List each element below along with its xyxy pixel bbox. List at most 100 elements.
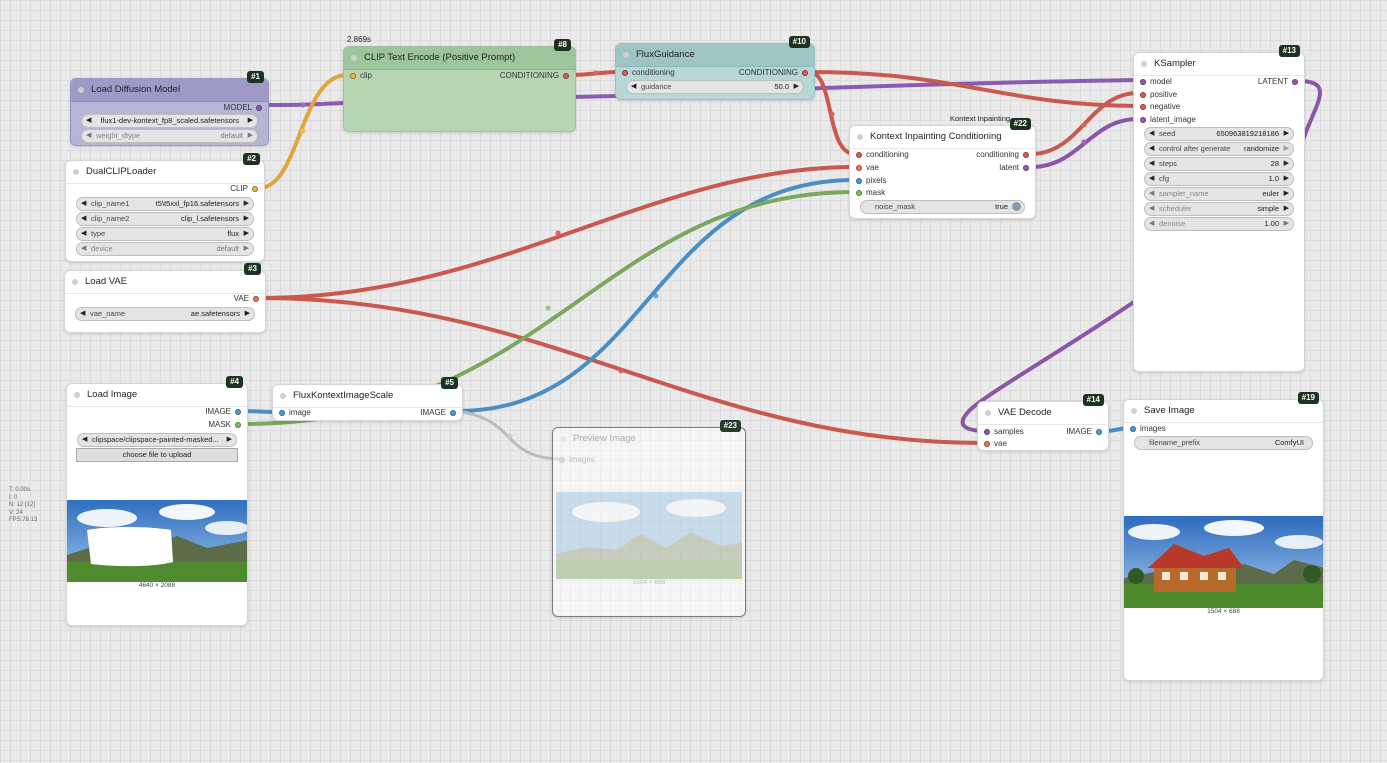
arrow-right-icon[interactable]: ▶	[1283, 145, 1289, 152]
output-image[interactable]: IMAGE	[420, 407, 456, 419]
slot-image-dot-icon[interactable]	[856, 178, 862, 184]
slot-clip-dot-icon[interactable]	[350, 73, 356, 79]
wire-latent-kontext-to-ksampler[interactable]	[1029, 117, 1140, 169]
input-mask[interactable]: mask	[856, 187, 885, 199]
arrow-right-icon[interactable]: ▶	[247, 132, 253, 139]
node-ksampler[interactable]: KSampler #13 model positive negative lat…	[1133, 45, 1305, 372]
slot-clip-dot-icon[interactable]	[252, 186, 258, 192]
slot-latent-dot-icon[interactable]	[1023, 165, 1029, 171]
node-clip-text-encode-positive[interactable]: CLIP Text Encode (Positive Prompt) #8 cl…	[343, 39, 576, 132]
node-title-bar[interactable]: VAE Decode #14	[978, 394, 1108, 425]
node-title-bar[interactable]: DualCLIPLoader #2	[66, 153, 264, 184]
slot-image-dot-icon[interactable]	[1096, 429, 1102, 435]
arrow-left-icon[interactable]: ◀	[1149, 220, 1155, 227]
input-images[interactable]: images	[1130, 423, 1166, 435]
input-vae[interactable]: vae	[984, 438, 1007, 450]
slot-conditioning-dot-icon[interactable]	[1140, 92, 1146, 98]
arrow-left-icon[interactable]: ◀	[82, 436, 88, 443]
arrow-right-icon[interactable]: ▶	[1283, 220, 1289, 227]
slot-vae-dot-icon[interactable]	[856, 165, 862, 171]
arrow-left-icon[interactable]: ◀	[86, 132, 92, 139]
output-conditioning[interactable]: conditioning	[976, 149, 1029, 161]
node-title-bar[interactable]: Preview Image #23	[553, 420, 745, 451]
arrow-right-icon[interactable]: ▶	[793, 83, 799, 90]
input-conditioning[interactable]: conditioning	[856, 149, 909, 161]
arrow-right-icon[interactable]: ▶	[1283, 130, 1289, 137]
slot-mask-dot-icon[interactable]	[856, 190, 862, 196]
collapse-dot-icon[interactable]	[1131, 408, 1137, 414]
slot-vae-dot-icon[interactable]	[253, 296, 259, 302]
slot-conditioning-dot-icon[interactable]	[563, 73, 569, 79]
slot-conditioning-dot-icon[interactable]	[622, 70, 628, 76]
output-conditioning[interactable]: CONDITIONING	[500, 70, 569, 82]
node-title-bar[interactable]: FluxKontextImageScale #5	[273, 377, 462, 408]
collapse-dot-icon[interactable]	[73, 169, 79, 175]
wire-clip[interactable]	[257, 73, 349, 190]
collapse-dot-icon[interactable]	[1141, 61, 1147, 67]
wire-cond-encode-to-guidance[interactable]	[568, 70, 622, 77]
slot-conditioning-dot-icon[interactable]	[1023, 152, 1029, 158]
slot-latent-dot-icon[interactable]	[984, 429, 990, 435]
input-conditioning[interactable]: conditioning	[622, 67, 675, 79]
slot-image-dot-icon[interactable]	[450, 410, 456, 416]
arrow-left-icon[interactable]: ◀	[81, 230, 87, 237]
node-load-image[interactable]: Load Image #4 IMAGE MASK ◀clipspace/clip…	[66, 376, 248, 626]
slot-conditioning-dot-icon[interactable]	[802, 70, 808, 76]
arrow-left-icon[interactable]: ◀	[1149, 190, 1155, 197]
node-kontext-inpainting-conditioning[interactable]: Kontext Inpainting Conditioning #22 cond…	[849, 118, 1036, 219]
input-negative[interactable]: negative	[1140, 101, 1180, 113]
slot-latent-dot-icon[interactable]	[1292, 79, 1298, 85]
input-model[interactable]: model	[1140, 76, 1172, 88]
wire-vae-to-kontext[interactable]	[258, 165, 857, 300]
collapse-dot-icon[interactable]	[985, 410, 991, 416]
collapse-dot-icon[interactable]	[857, 134, 863, 140]
node-preview-image[interactable]: Preview Image #23 images 1504 × 688	[552, 420, 746, 617]
collapse-dot-icon[interactable]	[78, 87, 84, 93]
input-positive[interactable]: positive	[1140, 89, 1177, 101]
collapse-dot-icon[interactable]	[280, 393, 286, 399]
output-latent[interactable]: LATENT	[1258, 76, 1298, 88]
arrow-right-icon[interactable]: ▶	[226, 436, 232, 443]
output-image[interactable]: IMAGE	[205, 406, 241, 418]
slot-image-dot-icon[interactable]	[559, 457, 565, 463]
node-title-bar[interactable]: FluxGuidance #10	[616, 36, 814, 67]
output-image[interactable]: IMAGE	[1066, 426, 1102, 438]
input-pixels[interactable]: pixels	[856, 175, 886, 187]
input-samples[interactable]: samples	[984, 426, 1024, 438]
slot-image-dot-icon[interactable]	[279, 410, 285, 416]
slot-conditioning-dot-icon[interactable]	[1140, 104, 1146, 110]
node-title-bar[interactable]: KSampler #13	[1134, 45, 1304, 76]
unet-name-combo[interactable]: ◀flux1-dev-kontext_fp8_scaled.safetensor…	[81, 114, 258, 128]
slot-latent-dot-icon[interactable]	[1140, 117, 1146, 123]
arrow-right-icon[interactable]: ▶	[244, 310, 250, 317]
arrow-left-icon[interactable]: ◀	[1149, 130, 1155, 137]
arrow-left-icon[interactable]: ◀	[1149, 175, 1155, 182]
node-title-bar[interactable]: Load Diffusion Model #1	[71, 71, 268, 102]
slot-image-dot-icon[interactable]	[235, 409, 241, 415]
wire-cond-guidance-to-negative[interactable]	[807, 70, 1140, 108]
node-flux-kontext-image-scale[interactable]: FluxKontextImageScale #5 image IMAGE	[272, 377, 463, 421]
slot-model-dot-icon[interactable]	[256, 105, 262, 111]
arrow-left-icon[interactable]: ◀	[81, 215, 87, 222]
arrow-left-icon[interactable]: ◀	[1149, 145, 1155, 152]
slot-image-dot-icon[interactable]	[1130, 426, 1136, 432]
slot-mask-dot-icon[interactable]	[235, 422, 241, 428]
arrow-left-icon[interactable]: ◀	[81, 245, 87, 252]
collapse-dot-icon[interactable]	[623, 52, 629, 58]
node-load-diffusion-model[interactable]: Load Diffusion Model #1 MODEL ◀flux1-dev…	[70, 71, 269, 146]
image-combo[interactable]: ◀clipspace/clipspace-painted-masked...▶	[77, 433, 237, 447]
node-title-bar[interactable]: Kontext Inpainting Conditioning #22	[850, 118, 1035, 149]
node-title-bar[interactable]: Load Image #4	[67, 376, 247, 407]
wire-vae-to-decode[interactable]	[258, 296, 984, 445]
